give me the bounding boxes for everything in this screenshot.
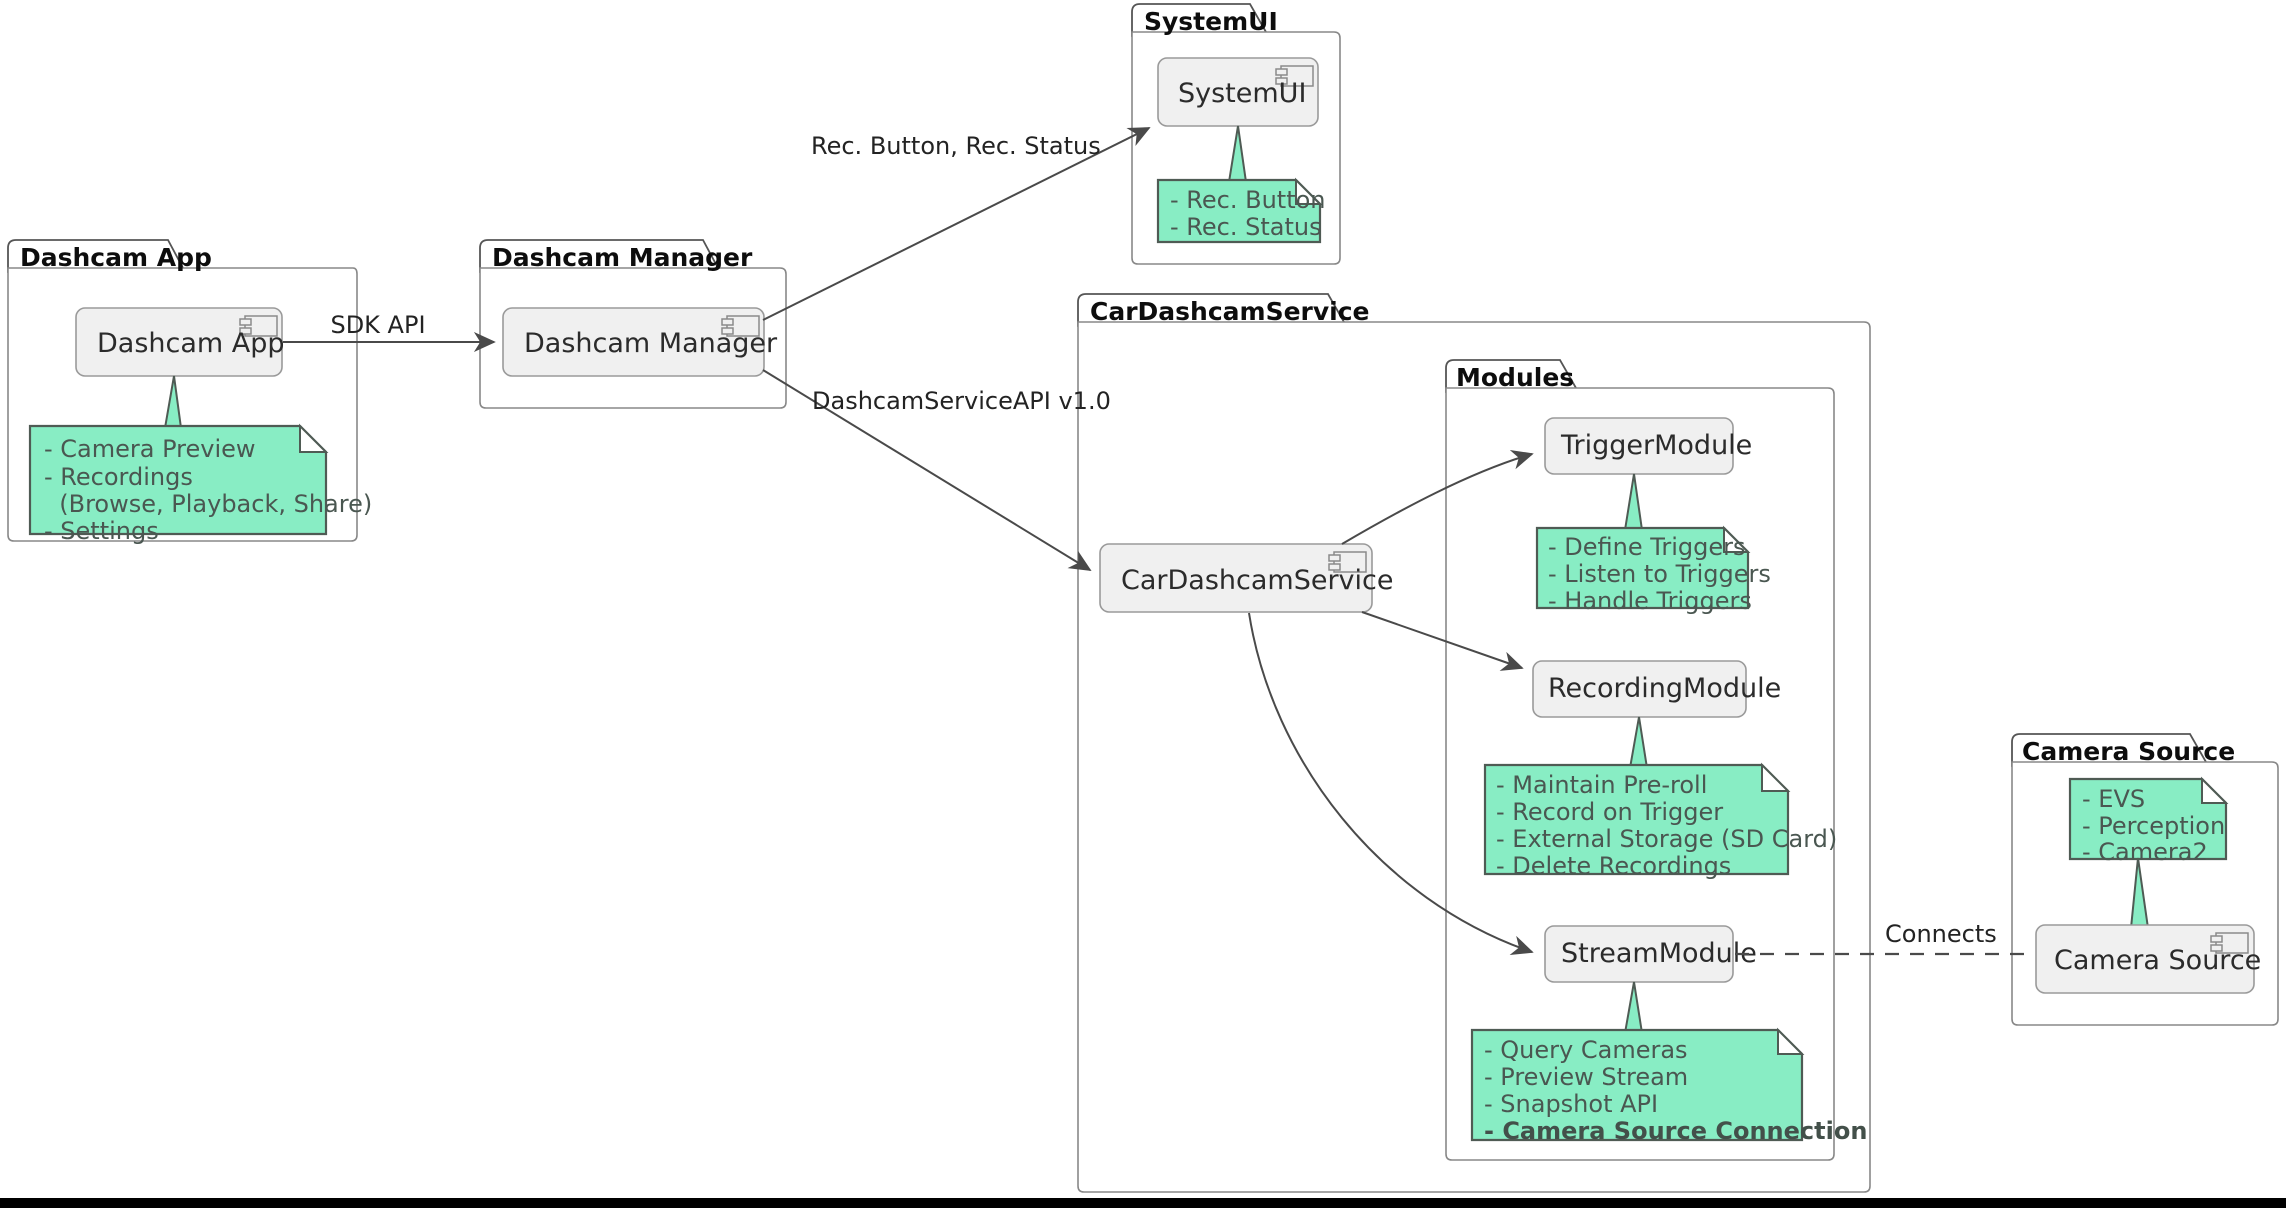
- package-systemui[interactable]: SystemUI SystemUI - Rec. Button - Rec. S…: [1131, 3, 1341, 265]
- edge-label: Rec. Button, Rec. Status: [811, 132, 1101, 160]
- note-line: - Query Cameras: [1484, 1036, 1688, 1064]
- note-recording-module: - Maintain Pre-roll - Record on Trigger …: [1483, 762, 1837, 880]
- package-title: Modules: [1456, 363, 1574, 392]
- component-label: RecordingModule: [1548, 673, 1781, 704]
- note-trigger-module: - Define Triggers - Listen to Triggers -…: [1535, 525, 1771, 615]
- note-line: - External Storage (SD Card): [1496, 825, 1837, 853]
- note-line: - Settings: [44, 517, 159, 545]
- package-title: Camera Source: [2022, 737, 2235, 766]
- note-stream-module: - Query Cameras - Preview Stream - Snaps…: [1470, 1027, 1867, 1145]
- note-line: - Maintain Pre-roll: [1496, 771, 1707, 799]
- component-dashcam-app[interactable]: Dashcam App: [75, 307, 285, 377]
- component-trigger-module[interactable]: TriggerModule: [1544, 417, 1752, 475]
- package-title: Dashcam App: [20, 243, 212, 272]
- component-systemui[interactable]: SystemUI: [1157, 57, 1319, 127]
- note-line: - Camera Source Connection: [1484, 1117, 1867, 1145]
- edge-service-to-recording[interactable]: [1361, 611, 1524, 671]
- note-line: - Define Triggers: [1548, 533, 1746, 561]
- edge-service-to-trigger[interactable]: [1341, 449, 1534, 545]
- component-body: [2035, 924, 2255, 994]
- component-body: [75, 307, 283, 377]
- component-stereotype-icon: [1328, 551, 1367, 573]
- bottom-edge-bar: [0, 1198, 2286, 1208]
- edge-service-to-stream[interactable]: [1248, 612, 1534, 955]
- note-line: - Listen to Triggers: [1548, 560, 1771, 588]
- note-line: - Camera2: [2082, 838, 2208, 866]
- component-dashcam-manager[interactable]: Dashcam Manager: [502, 307, 778, 377]
- component-label: Camera Source: [2054, 945, 2261, 976]
- package-title: SystemUI: [1144, 7, 1278, 36]
- component-label: TriggerModule: [1560, 430, 1752, 461]
- package-cardashcamservice[interactable]: CarDashcamService CarDashcamService Modu…: [1077, 293, 1871, 1193]
- note-line: - Perception: [2082, 812, 2225, 840]
- component-label: StreamModule: [1561, 938, 1757, 969]
- component-body: [502, 307, 765, 377]
- edge-app-to-manager[interactable]: SDK API: [283, 311, 496, 353]
- component-label: SystemUI: [1178, 78, 1306, 109]
- component-recording-module[interactable]: RecordingModule: [1532, 660, 1781, 718]
- edge-manager-to-service[interactable]: DashcamServiceAPI v1.0: [762, 369, 1111, 571]
- package-title: Dashcam Manager: [492, 243, 753, 272]
- component-label: Dashcam Manager: [524, 328, 778, 359]
- note-line: - Snapshot API: [1484, 1090, 1658, 1118]
- note-line: - Delete Recordings: [1496, 852, 1731, 880]
- edge-label: Connects: [1885, 920, 1997, 948]
- component-body: [1544, 925, 1734, 983]
- component-cardashcamservice[interactable]: CarDashcamService: [1099, 543, 1394, 613]
- component-body: [1099, 543, 1373, 613]
- note-camera-source: - EVS - Perception - Camera2: [2068, 776, 2229, 866]
- note-systemui: - Rec. Button - Rec. Status: [1156, 177, 1326, 244]
- note-line: - Rec. Status: [1170, 213, 1322, 241]
- note-line: - EVS: [2082, 785, 2145, 813]
- package-title: CarDashcamService: [1090, 297, 1370, 326]
- package-dashcam-app[interactable]: Dashcam App Dashcam App - Camera Preview…: [7, 239, 372, 545]
- component-label: Dashcam App: [97, 328, 285, 359]
- component-stereotype-icon: [721, 315, 760, 337]
- note-line: - Camera Preview: [44, 435, 256, 463]
- note-line: - Recordings: [44, 463, 193, 491]
- note-line: (Browse, Playback, Share): [44, 490, 372, 518]
- component-body: [1544, 417, 1734, 475]
- component-stereotype-icon: [2210, 932, 2249, 954]
- package-modules[interactable]: Modules TriggerModule - Define Triggers …: [1445, 359, 1867, 1161]
- note-line: - Record on Trigger: [1496, 798, 1723, 826]
- edge-stream-to-camera-source[interactable]: Connects: [1735, 920, 2034, 956]
- edge-label: SDK API: [330, 311, 425, 339]
- component-stereotype-icon: [1275, 65, 1314, 87]
- note-line: - Handle Triggers: [1548, 587, 1752, 615]
- edge-manager-to-systemui[interactable]: Rec. Button, Rec. Status: [762, 127, 1151, 321]
- note-line: - Preview Stream: [1484, 1063, 1688, 1091]
- component-stream-module[interactable]: StreamModule: [1544, 925, 1757, 983]
- component-label: CarDashcamService: [1121, 565, 1394, 596]
- component-stereotype-icon: [239, 315, 278, 337]
- package-camera-source[interactable]: Camera Source - EVS - Perception - Camer…: [2011, 733, 2279, 1026]
- note-line: - Rec. Button: [1170, 186, 1326, 214]
- note-dashcam-app: - Camera Preview - Recordings (Browse, P…: [28, 423, 372, 545]
- edge-label: DashcamServiceAPI v1.0: [812, 387, 1111, 415]
- package-dashcam-manager[interactable]: Dashcam Manager Dashcam Manager: [479, 239, 787, 409]
- component-camera-source[interactable]: Camera Source: [2035, 924, 2261, 994]
